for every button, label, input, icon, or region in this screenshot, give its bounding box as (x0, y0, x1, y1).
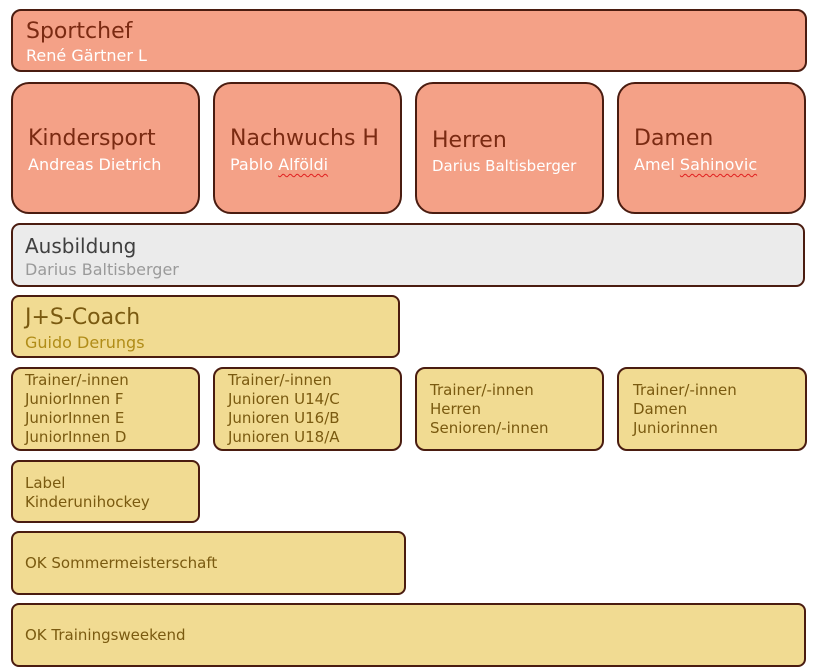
ausbildung-box: Ausbildung Darius Baltisberger (11, 223, 805, 287)
trainer-group-box: Trainer/-innen Herren Senioren/-innen (415, 367, 604, 451)
ok-sommer-box: OK Sommermeisterschaft (11, 531, 406, 595)
department-title: Nachwuchs H (230, 126, 379, 151)
sportchef-title: Sportchef (26, 19, 133, 44)
department-head: Pablo Alföldi (230, 154, 400, 175)
coach-title: J+S-Coach (25, 305, 141, 330)
ok-training-label: OK Trainingsweekend (25, 626, 186, 644)
sportchef-box: Sportchef René Gärtner L (11, 9, 807, 72)
department-box-damen: Damen Amel Sahinovic (617, 82, 806, 214)
department-head: Andreas Dietrich (28, 155, 162, 174)
trainer-group-line: Junioren U16/B (228, 409, 340, 427)
sportchef-name: René Gärtner L (26, 46, 147, 65)
trainer-group-line: Junioren U14/C (228, 390, 340, 408)
department-box-kindersport: Kindersport Andreas Dietrich (11, 82, 200, 214)
trainer-group-line: Juniorinnen (633, 419, 718, 437)
ok-training-box: OK Trainingsweekend (11, 603, 806, 667)
department-head-first: Pablo (230, 155, 274, 174)
ok-sommer-label: OK Sommermeisterschaft (25, 554, 218, 572)
coach-box: J+S-Coach Guido Derungs (11, 295, 400, 358)
trainer-group-line: Trainer/-innen (25, 371, 129, 389)
department-head: Darius Baltisberger (432, 157, 577, 175)
department-head-last: Alföldi (278, 155, 329, 174)
trainer-group-line: Junioren U18/A (228, 428, 340, 446)
coach-name: Guido Derungs (25, 333, 145, 352)
trainer-group-box: Trainer/-innen JuniorInnen F JuniorInnen… (11, 367, 200, 451)
trainer-group-line: Trainer/-innen (430, 381, 534, 399)
department-box-herren: Herren Darius Baltisberger (415, 82, 604, 214)
department-head-first: Amel (634, 155, 675, 174)
trainer-group-box: Trainer/-innen Junioren U14/C Junioren U… (213, 367, 402, 451)
label-line: Kinderunihockey (25, 493, 150, 511)
department-title: Damen (634, 126, 714, 151)
trainer-group-line: JuniorInnen F (25, 390, 124, 408)
trainer-group-line: Damen (633, 400, 688, 418)
ausbildung-title: Ausbildung (25, 234, 137, 258)
department-head-last: Sahinovic (679, 155, 758, 174)
trainer-group-box: Trainer/-innen Damen Juniorinnen (617, 367, 807, 451)
trainer-group-line: JuniorInnen E (25, 409, 125, 427)
department-head: Amel Sahinovic (634, 154, 804, 175)
department-title: Kindersport (28, 126, 156, 151)
label-line: Label (25, 474, 66, 492)
trainer-group-line: Trainer/-innen (633, 381, 737, 399)
label-box: Label Kinderunihockey (11, 460, 200, 523)
department-title: Herren (432, 128, 507, 153)
department-box-nachwuchs: Nachwuchs H Pablo Alföldi (213, 82, 402, 214)
trainer-group-line: Herren (430, 400, 481, 418)
trainer-group-line: JuniorInnen D (25, 428, 127, 446)
trainer-group-line: Trainer/-innen (228, 371, 332, 389)
ausbildung-name: Darius Baltisberger (25, 260, 179, 279)
trainer-group-line: Senioren/-innen (430, 419, 549, 437)
